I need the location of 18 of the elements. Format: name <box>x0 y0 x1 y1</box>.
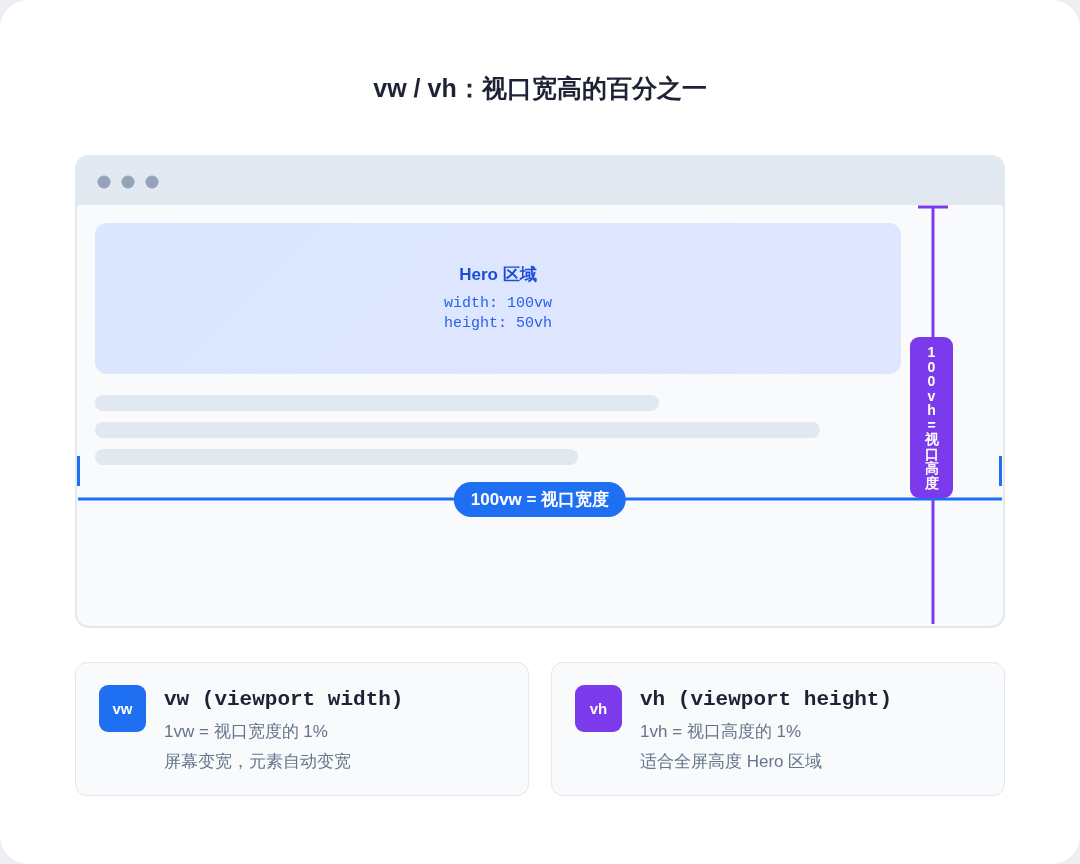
unit-badge: vw <box>99 685 146 732</box>
card-heading: vh (viewport height) <box>640 687 893 713</box>
card-description: 1vw = 视口宽度的 1% <box>164 721 328 743</box>
card-heading: vw (viewport width) <box>164 687 404 713</box>
css-code-line: width: 100vw <box>444 293 552 314</box>
dimension-label: 100vh = 视口高度 <box>910 337 953 498</box>
info-card <box>75 662 529 796</box>
css-code-line: height: 50vh <box>444 313 552 334</box>
dimension-label: 100vw = 视口宽度 <box>453 482 627 517</box>
diagram-title: vw / vh：视口宽高的百分之一 <box>373 73 707 104</box>
card-description: 屏幕变宽，元素自动变宽 <box>164 751 351 773</box>
hero-heading: Hero 区域 <box>459 263 537 286</box>
browser-window <box>75 155 1005 628</box>
info-card <box>551 662 1005 796</box>
unit-badge: vh <box>575 685 622 732</box>
hero-section <box>95 223 901 374</box>
card-description: 适合全屏高度 Hero 区域 <box>640 751 823 773</box>
card-description: 1vh = 视口高度的 1% <box>640 721 802 743</box>
